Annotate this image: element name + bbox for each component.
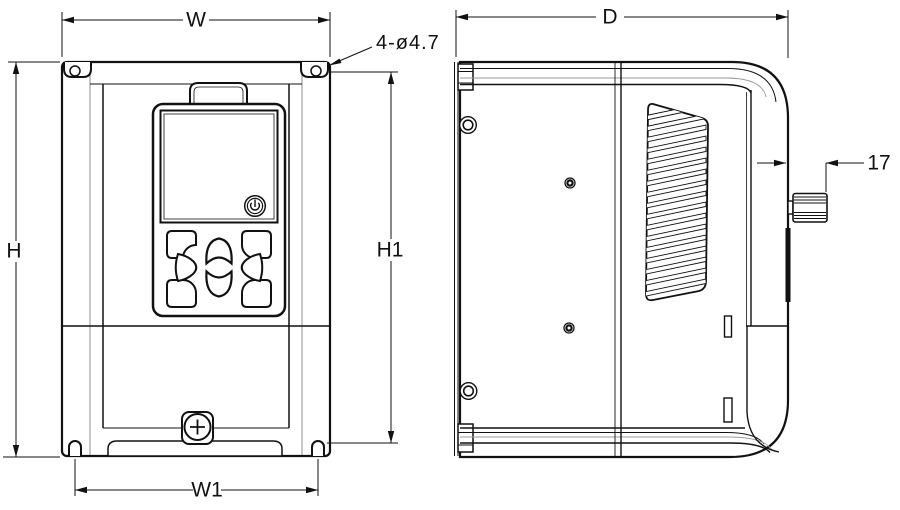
knob-knurl-top — [794, 196, 826, 204]
key-up[interactable] — [205, 237, 233, 266]
standoff-screw-bottom — [459, 382, 478, 401]
keypad-tab-inner — [193, 86, 244, 104]
dim-h: H — [3, 61, 60, 458]
dimensions: W H H1 W1 D — [3, 6, 891, 502]
key-right-crescent[interactable] — [240, 252, 264, 283]
side-slot-upper — [723, 315, 733, 338]
mounting-boss-top-lines — [458, 71, 473, 84]
front-edge-clip — [785, 228, 791, 302]
screw-cross-icon — [190, 419, 205, 435]
power-icon — [249, 199, 261, 211]
key-bottom-right[interactable] — [241, 279, 272, 308]
hole-callout-label: 4-ø4.7 — [376, 32, 440, 54]
power-button[interactable] — [243, 194, 267, 218]
side-top-ridge-2 — [460, 77, 767, 98]
dim-label-h1: H1 — [377, 239, 404, 262]
bezel-lower-seam — [746, 326, 780, 453]
dim-w: W — [61, 9, 331, 57]
keypad-display-inner — [163, 113, 275, 220]
hole-callout: 4-ø4.7 — [329, 32, 440, 66]
dim-d: D — [455, 6, 789, 58]
side-body-outline — [458, 60, 790, 459]
pot-knob[interactable] — [787, 192, 828, 223]
side-slot-lower — [723, 397, 733, 423]
dim-w1: W1 — [74, 459, 319, 502]
front-bottom-trim — [107, 440, 283, 457]
dim-label-d: D — [602, 6, 617, 29]
key-top-right[interactable] — [241, 230, 272, 259]
side-bottom-ridge-3 — [460, 436, 773, 451]
key-left-crescent[interactable] — [174, 252, 198, 283]
dim-label-knob: 17 — [867, 152, 890, 175]
mounting-slot-bottom-left — [68, 440, 82, 456]
mounting-hole-top-left — [69, 65, 81, 77]
side-view — [454, 60, 828, 459]
vent-louver-slats — [646, 103, 707, 298]
case-screw-upper — [564, 177, 576, 189]
side-top-ridge-3 — [460, 83, 752, 94]
knob-body — [792, 192, 828, 223]
case-screw-lower — [563, 322, 575, 334]
mounting-hole-top-right — [310, 65, 322, 77]
dim-h1: H1 — [327, 71, 404, 444]
key-down[interactable] — [205, 269, 233, 298]
standoff-screw-top — [459, 115, 478, 134]
keypad-tab — [189, 82, 248, 104]
side-top-ridge-1 — [460, 68, 777, 103]
mounting-slot-bottom-right — [311, 440, 325, 456]
dim-label-w: W — [186, 9, 206, 32]
dim-label-w1: W1 — [191, 479, 223, 502]
front-view — [60, 60, 332, 458]
knob-knurl-bottom — [794, 212, 826, 219]
key-bottom-left[interactable] — [166, 279, 197, 308]
dim-label-h: H — [6, 240, 21, 263]
mounting-boss-top — [457, 63, 474, 91]
dim-knob: 17 — [757, 152, 891, 192]
side-bottom-ridge-4 — [460, 442, 771, 453]
